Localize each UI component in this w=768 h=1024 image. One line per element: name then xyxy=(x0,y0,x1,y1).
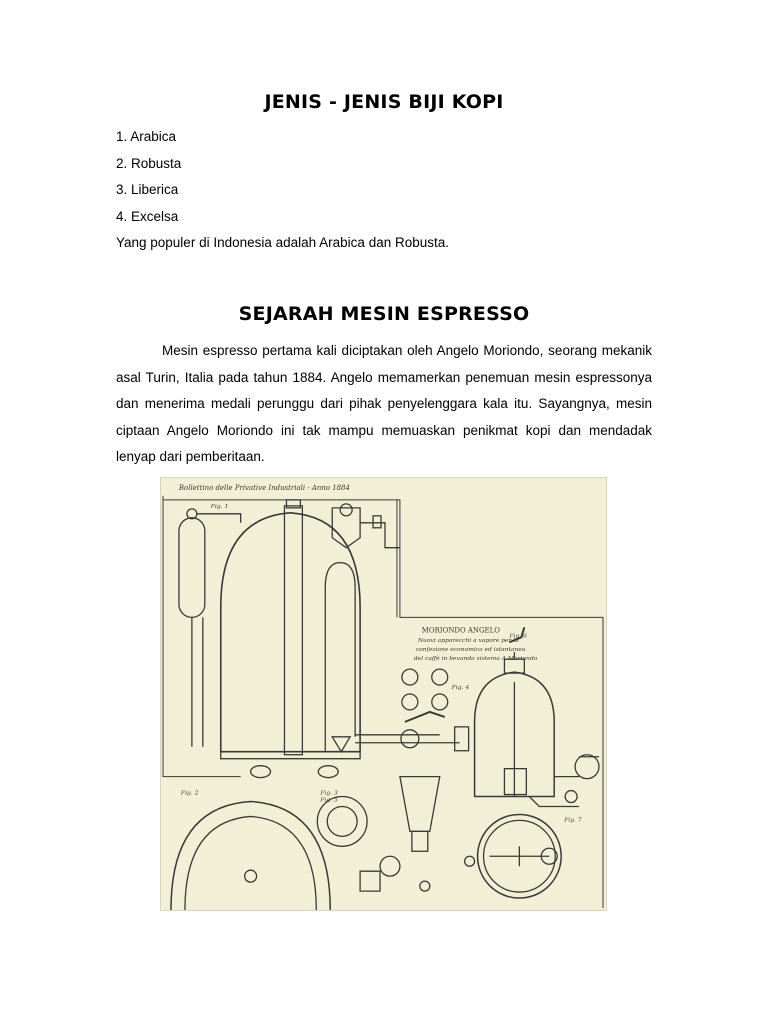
coffee-type-list: 1. Arabica 2. Robusta 3. Liberica 4. Exc… xyxy=(116,124,181,230)
heading-coffee-types: JENIS - JENIS BIJI KOPI xyxy=(264,91,504,113)
figure-label: Fig. 6 xyxy=(508,632,527,639)
espresso-machine-patent-drawing: Bollettino delle Privative Industriali -… xyxy=(160,477,607,911)
figure-label: Fig. 3 xyxy=(319,790,338,797)
figure-label: Fig. 7 xyxy=(563,816,582,823)
figure-label: Fig. 2 xyxy=(180,790,199,797)
heading-espresso-history: SEJARAH MESIN ESPRESSO xyxy=(238,303,530,325)
list-item: 3. Liberica xyxy=(116,182,179,197)
history-paragraph: Mesin espresso pertama kali diciptakan o… xyxy=(116,343,652,464)
list-item: 4. Excelsa xyxy=(116,208,179,224)
figure-label-line: del caffè in bevanda sistema A.Moriondo xyxy=(414,655,538,662)
figure-label: Fig. 1 xyxy=(210,503,228,510)
popular-note: Yang populer di Indonesia adalah Arabica… xyxy=(116,235,449,250)
figure-label: Fig. 5 xyxy=(319,797,338,804)
figure-label-line: Nuovi apparecchi a vapore per la xyxy=(417,637,519,644)
figure-label-title: MORIONDO ANGELO xyxy=(422,626,500,634)
figure-label-line: confezione economica ed istantanea xyxy=(416,646,526,653)
list-item: 2. Robusta xyxy=(116,155,182,171)
figure-header-text: Bollettino delle Privative Industriali -… xyxy=(178,484,350,492)
figure-label: Fig. 4 xyxy=(451,684,470,691)
list-item: 1. Arabica xyxy=(116,129,177,144)
